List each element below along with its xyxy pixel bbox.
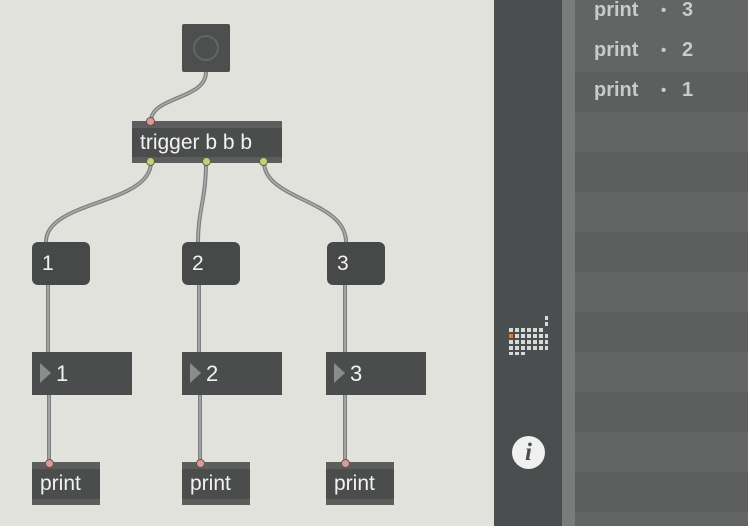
patch-cord: [262, 161, 348, 243]
message-box-1[interactable]: 1: [32, 242, 90, 285]
console-separator: •: [661, 2, 667, 19]
console-separator: •: [661, 42, 667, 59]
console-row[interactable]: print • 2: [575, 32, 748, 72]
console-value: 3: [682, 0, 694, 21]
print-label: print: [334, 472, 375, 495]
console-row[interactable]: print • 3: [575, 0, 748, 32]
patch-cords: [44, 71, 348, 462]
message-label: 3: [337, 252, 349, 275]
print-inlet-1[interactable]: [45, 459, 54, 468]
number-box-1[interactable]: 1: [32, 352, 132, 395]
console-source: print: [594, 79, 639, 101]
bang-button[interactable]: [182, 24, 230, 72]
trigger-outlet-1[interactable]: [146, 157, 155, 166]
print-object-3[interactable]: print: [326, 462, 394, 505]
bang-ring-icon: [193, 35, 219, 61]
message-box-2[interactable]: 2: [182, 242, 240, 285]
trigger-object[interactable]: trigger b b b: [132, 121, 282, 163]
info-icon[interactable]: i: [512, 436, 545, 469]
console-value: 2: [682, 39, 694, 61]
print-object-2[interactable]: print: [182, 462, 250, 505]
number-value: 3: [350, 361, 363, 386]
print-object-1[interactable]: print: [32, 462, 100, 505]
number-triangle-icon: [190, 363, 201, 383]
grid-icon[interactable]: [507, 314, 549, 356]
number-box-3[interactable]: 3: [326, 352, 426, 395]
console-value: 1: [682, 79, 694, 101]
print-inlet-3[interactable]: [341, 459, 350, 468]
console-row[interactable]: print • 1: [575, 72, 748, 112]
trigger-label: trigger b b b: [140, 131, 253, 154]
max-console[interactable]: print • 3 print • 2 print • 1: [575, 0, 748, 526]
trigger-inlet[interactable]: [146, 117, 155, 126]
number-value: 2: [206, 361, 219, 386]
message-box-3[interactable]: 3: [327, 242, 385, 285]
number-triangle-icon: [40, 363, 51, 383]
number-box-2[interactable]: 2: [182, 352, 282, 395]
console-source: print: [594, 0, 639, 21]
print-inlet-2[interactable]: [196, 459, 205, 468]
console-source: print: [594, 39, 639, 61]
number-value: 1: [56, 361, 69, 386]
message-label: 2: [192, 252, 204, 275]
message-label: 1: [42, 252, 54, 275]
trigger-outlet-2[interactable]: [202, 157, 211, 166]
sidebar-divider[interactable]: [562, 0, 575, 526]
patcher-canvas[interactable]: trigger b b b 1 2 3 1 2 3 print print pr…: [0, 0, 494, 526]
console-separator: •: [661, 82, 667, 99]
print-label: print: [190, 472, 231, 495]
number-triangle-icon: [334, 363, 345, 383]
trigger-outlet-3[interactable]: [259, 157, 268, 166]
print-label: print: [40, 472, 81, 495]
